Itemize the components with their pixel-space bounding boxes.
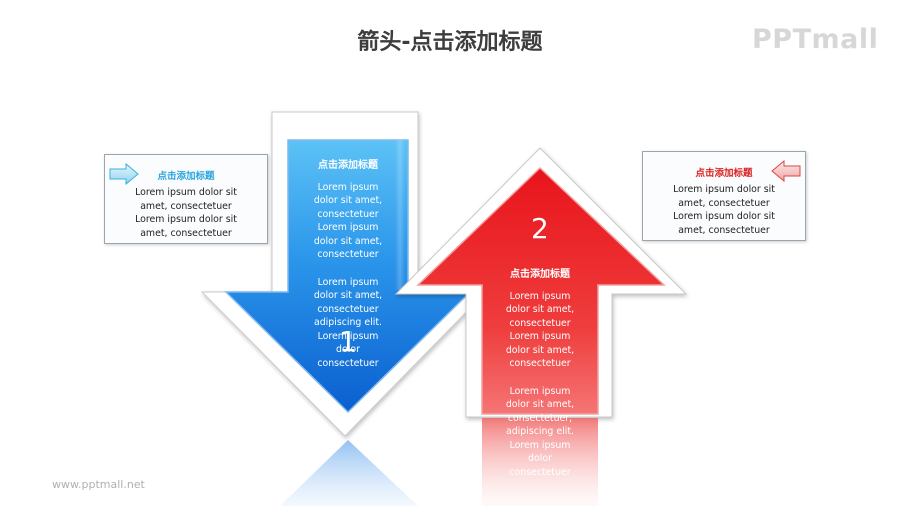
right-text-card: 点击添加标题 Lorem ipsum dolor sit amet, conse… xyxy=(642,151,806,241)
red-arrow-reflection xyxy=(482,418,598,506)
brand-logo: PPTmall xyxy=(752,24,879,55)
red-arrow-text: 点击添加标题 Lorem ipsum dolor sit amet, conse… xyxy=(480,268,600,479)
blue-arrow-para-2: Lorem ipsum dolor sit amet, consectetuer… xyxy=(313,276,383,369)
left-arrow-icon xyxy=(771,160,801,182)
red-arrow-number: 2 xyxy=(531,212,549,245)
right-card-body: Lorem ipsum dolor sit amet, consectetuer… xyxy=(673,184,775,236)
blue-arrow-text: 点击添加标题 Lorem ipsum dolor sit amet, conse… xyxy=(288,159,408,370)
red-arrow xyxy=(416,166,666,415)
blue-arrow-reflection xyxy=(280,440,418,506)
blue-arrow-title: 点击添加标题 xyxy=(318,160,378,171)
blue-arrow xyxy=(224,139,472,414)
right-arrow-icon xyxy=(109,163,139,185)
footer-url: www.pptmall.net xyxy=(52,478,145,491)
red-arrow-para-1: Lorem ipsum dolor sit amet, consectetuer… xyxy=(505,290,575,370)
left-text-card: 点击添加标题 Lorem ipsum dolor sit amet, conse… xyxy=(104,154,268,244)
left-card-body: Lorem ipsum dolor sit amet, consectetuer… xyxy=(135,187,237,239)
page-title: 箭头-点击添加标题 xyxy=(357,30,543,55)
red-arrow-para-2: Lorem ipsum dolor sit amet, consectetuer… xyxy=(505,385,575,478)
blue-arrow-para-1: Lorem ipsum dolor sit amet, consectetuer… xyxy=(313,181,383,261)
blue-arrow-number: 1 xyxy=(339,325,357,358)
right-card-title: 点击添加标题 xyxy=(695,168,753,179)
left-card-title: 点击添加标题 xyxy=(157,171,215,182)
red-arrow-title: 点击添加标题 xyxy=(510,269,570,280)
